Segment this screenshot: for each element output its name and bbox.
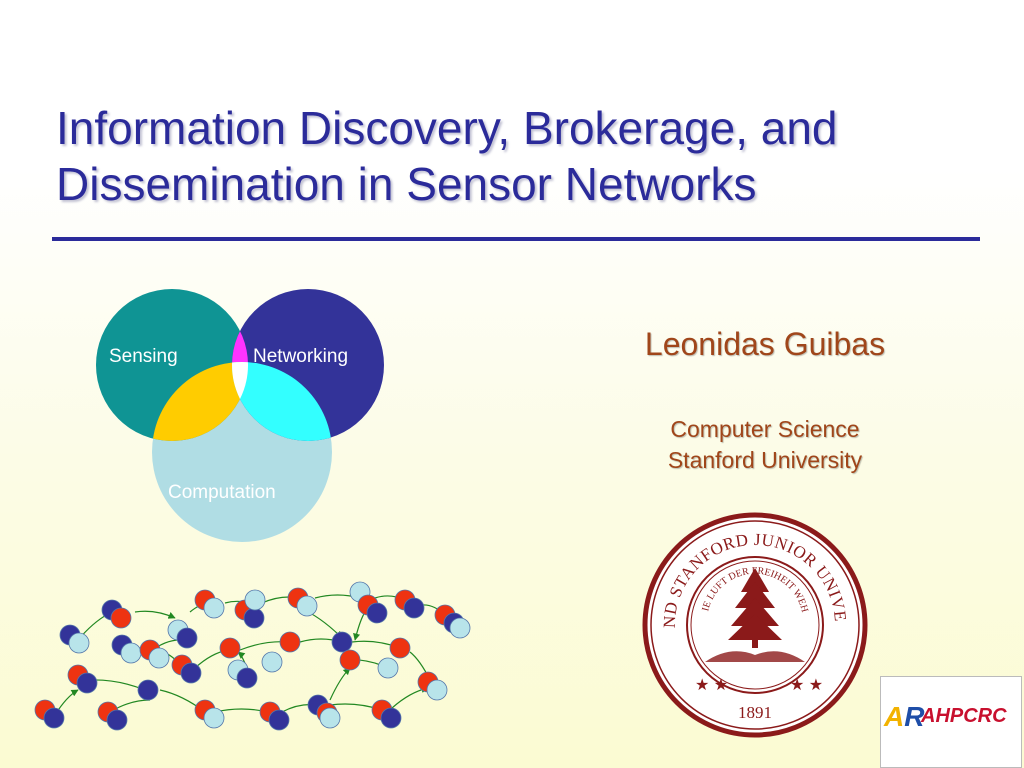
sensing-label: Sensing [109,346,178,367]
sensor-node [319,707,341,729]
title-line-1: Information Discovery, Brokerage, and [56,102,838,154]
network-nodes [34,581,471,731]
sensor-node [339,649,361,671]
networking-computation-overlap [232,362,332,441]
ahpcrc-logo: AR AHPCRC [880,676,1022,768]
sensor-node [389,637,411,659]
sensor-node [137,679,159,701]
ahpcrc-name: AHPCRC [921,705,1007,727]
slide-title: Information Discovery, Brokerage, and Di… [56,100,976,212]
sensor-node [76,672,98,694]
seal-star-right: ★ ★ [790,677,823,694]
sensor-node [203,597,225,619]
sensor-node [296,595,318,617]
sensor-node [148,647,170,669]
affiliation: Computer Science Stanford University [600,414,930,476]
seal-star-left: ★ ★ [695,677,728,694]
sensor-node [426,679,448,701]
sensor-node [268,709,290,731]
sensor-node [244,589,266,611]
sensor-node [279,631,301,653]
seal-motto: DIE LUFT DER FREIHEIT WEHT [0,0,810,613]
author-name: Leonidas Guibas [644,326,886,362]
computation-label: Computation [168,482,276,503]
ar-logo-mark: AR [884,701,925,732]
redwood-tree-icon [705,568,805,662]
seal-year: 1891 [738,703,772,722]
sensor-node [180,662,202,684]
department: Computer Science [670,416,860,442]
sensor-node [331,631,353,653]
sensor-node [203,707,225,729]
sensor-node [236,667,258,689]
sensor-node [380,707,402,729]
sensor-node [43,707,65,729]
sensor-node [403,597,425,619]
sensor-node [366,602,388,624]
sensor-node [219,637,241,659]
sensor-node [176,627,198,649]
sensor-node [261,651,283,673]
title-line-2: Dissemination in Sensor Networks [56,158,757,210]
sensor-node [449,617,471,639]
sensor-node [110,607,132,629]
sensor-node [377,657,399,679]
sensing-computation-overlap [152,362,248,441]
sensor-node [106,709,128,731]
title-divider [52,237,980,241]
networking-label: Networking [253,346,348,367]
network-edge [134,610,176,619]
university: Stanford University [667,447,863,473]
sensor-node [68,632,90,654]
